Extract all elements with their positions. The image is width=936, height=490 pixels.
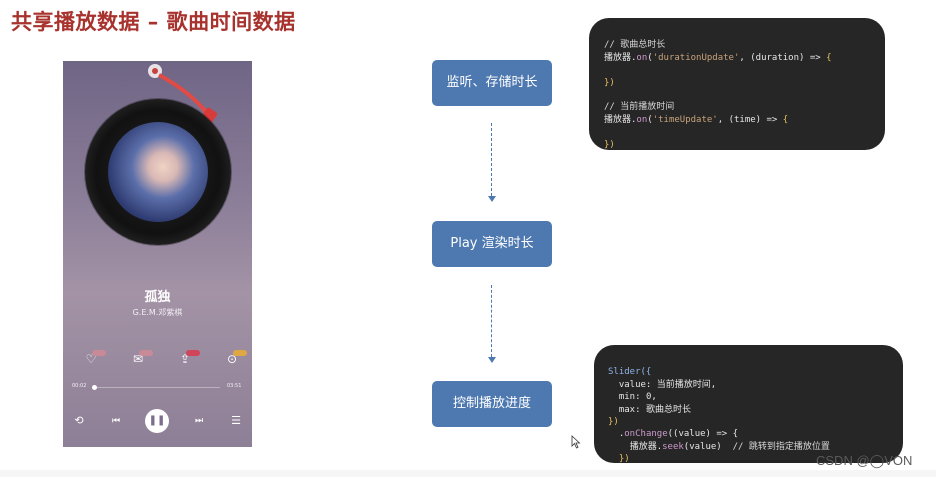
flow-arrow <box>491 123 493 196</box>
code-text: { <box>782 114 789 125</box>
code-text: 播放器. <box>604 114 637 125</box>
mouse-cursor-icon <box>571 435 581 449</box>
control-row: ⟲ ⏮ ❚❚ ⏭ ☰ <box>63 409 252 435</box>
action-row: ♡ ✉ ⇪ ⊙ <box>63 349 252 369</box>
code-block-events: // 歌曲总时长播放器.on('durationUpdate', (durati… <box>589 18 885 150</box>
code-text: onChange <box>624 429 668 440</box>
code-text: on <box>636 114 648 125</box>
flow-step-listen-store: 监听、存储时长 <box>432 60 552 106</box>
watermark: CSDN @◯VON <box>816 453 913 468</box>
more-icon[interactable]: ⊙ <box>220 349 247 369</box>
flow-step-render: Play 渲染时长 <box>432 221 552 267</box>
album-cover <box>108 122 208 222</box>
code-text: ((value) => { <box>667 429 739 440</box>
code-comment: // 歌曲总时长 <box>604 40 666 51</box>
pause-button[interactable]: ❚❚ <box>145 409 169 433</box>
code-comment: // 跳转到指定播放位置 <box>732 441 830 452</box>
code-text: 0, <box>645 392 657 403</box>
code-text: (time) <box>728 114 762 125</box>
playlist-icon[interactable]: ☰ <box>231 414 241 427</box>
heart-icon[interactable]: ♡ <box>79 349 106 369</box>
total-time: 03:51 <box>227 383 242 389</box>
code-text: => <box>809 52 821 63</box>
code-text: on <box>636 52 648 63</box>
progress-slider[interactable] <box>92 385 220 390</box>
flow-arrow <box>491 285 493 357</box>
next-icon[interactable]: ⏭ <box>194 416 204 426</box>
song-artist: G.E.M.邓紫棋 <box>132 308 183 317</box>
comment-icon[interactable]: ✉ <box>126 349 153 369</box>
repeat-icon[interactable]: ⟲ <box>74 414 84 427</box>
bottom-strip <box>0 470 936 477</box>
code-text: (duration) <box>750 52 805 63</box>
arrow-head-icon <box>488 196 496 202</box>
arrow-head-icon <box>488 357 496 363</box>
code-text: }) <box>604 139 615 150</box>
code-text: max: <box>618 404 641 415</box>
song-title: 孤独 <box>144 290 171 305</box>
current-time: 00:02 <box>72 383 87 389</box>
slide-title: 共享播放数据 – 歌曲时间数据 <box>11 10 296 34</box>
flow-step-control: 控制播放进度 <box>432 381 552 427</box>
code-text: }) <box>618 454 630 465</box>
code-text: { <box>826 52 832 63</box>
code-text: (value) <box>683 441 722 452</box>
code-text: value: <box>618 379 652 390</box>
code-text: 当前播放时间, <box>656 379 717 390</box>
share-icon[interactable]: ⇪ <box>173 349 200 369</box>
code-comment: // 当前播放时间 <box>604 102 675 113</box>
progress-row: 00:02 03:51 <box>63 382 252 394</box>
code-text: Slider({ <box>608 367 652 378</box>
code-text: seek <box>662 441 684 452</box>
previous-icon[interactable]: ⏮ <box>111 416 121 426</box>
code-text: 播放器. <box>604 52 637 63</box>
code-text: 播放器. <box>629 441 663 452</box>
code-block-slider: Slider({ value: 当前播放时间, min: 0, max: 歌曲总… <box>594 345 903 465</box>
code-text: }) <box>608 417 619 428</box>
music-player-screenshot: 孤独 G.E.M.邓紫棋 ♡ ✉ ⇪ ⊙ 00:02 03:51 ⟲ ⏮ ❚❚ … <box>63 61 252 447</box>
code-text: 'timeUpdate' <box>652 114 718 125</box>
progress-knob[interactable] <box>92 385 98 390</box>
code-text: }) <box>604 77 615 88</box>
code-text: 'durationUpdate' <box>652 52 740 63</box>
code-text: min: <box>618 392 641 403</box>
code-text: 歌曲总时长 <box>645 404 691 415</box>
code-text: . <box>618 429 625 440</box>
code-text: => <box>766 114 778 125</box>
vinyl-record <box>85 99 231 245</box>
